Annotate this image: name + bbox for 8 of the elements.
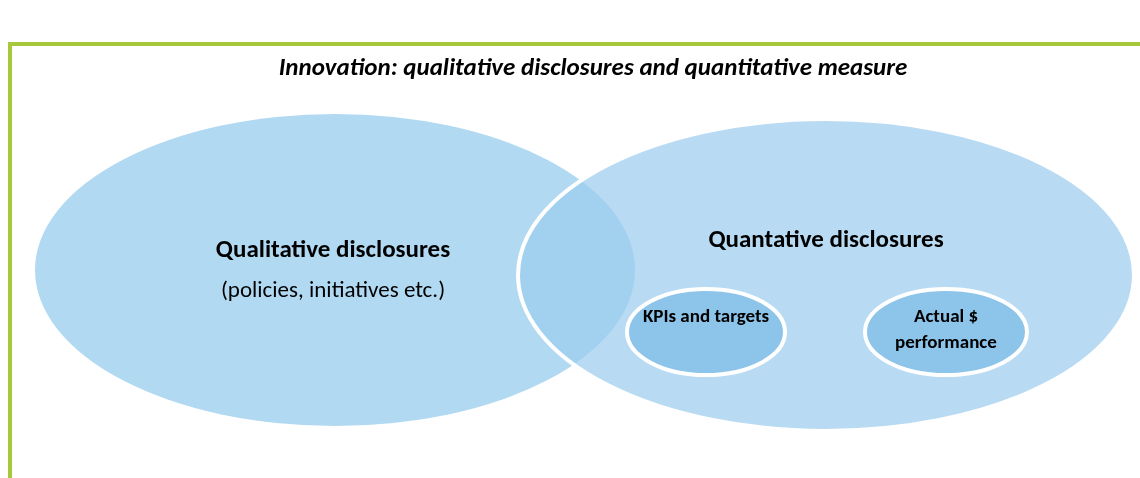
node-subtitle: (policies, initiatives etc.)	[219, 274, 447, 305]
node-title: Actual $ performance	[894, 303, 998, 355]
ellipse	[625, 287, 787, 377]
node-title: Qualitative disclosures	[214, 232, 452, 266]
diagram-title: Innovation: qualitative disclosures and quantitative measure	[277, 50, 909, 84]
node-title: Quantative disclosures	[707, 222, 945, 256]
node-title: KPIs and targets	[641, 303, 771, 329]
ellipse	[863, 287, 1029, 377]
